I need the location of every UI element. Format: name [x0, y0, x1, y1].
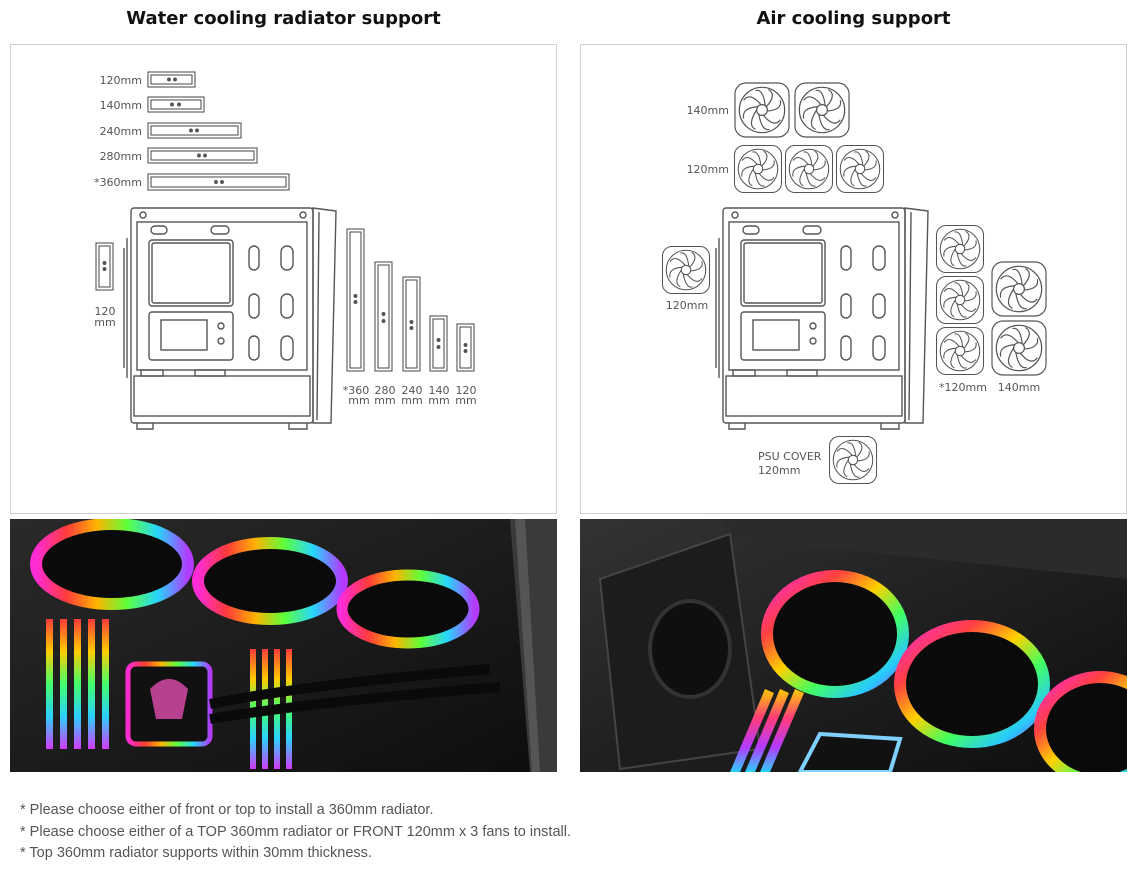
top-140mm-label: 140mm — [687, 104, 729, 117]
front-radiator-120-unit: mm — [455, 394, 476, 407]
note-item: * Top 360mm radiator supports within 30m… — [20, 845, 372, 861]
fan-icon — [935, 326, 985, 376]
radiator-360mm-label: *360mm — [94, 176, 142, 189]
water-cooling-heading: Water cooling radiator support — [126, 8, 441, 29]
front-120mm-label: *120mm — [939, 381, 987, 394]
radiator-140mm-label: 140mm — [100, 99, 142, 112]
psu-cover-size: 120mm — [758, 464, 800, 477]
air-cooling-diagram: 140mm 120mm 120mm *120mm 140mm PSU COVER… — [580, 44, 1127, 514]
radiator-icon — [147, 122, 242, 139]
ram-modules — [730, 689, 804, 772]
fan-icon — [794, 82, 850, 138]
fan-icon — [661, 245, 711, 295]
rear-fan-label: 120mm — [666, 299, 708, 312]
fan-icon — [733, 144, 783, 194]
fan-icon — [991, 320, 1047, 376]
front-radiator-140-unit: mm — [428, 394, 449, 407]
front-radiator-list: *360 mm 280 mm 240 mm 140 mm 120 mm — [343, 228, 477, 407]
fan-icon — [336, 569, 480, 649]
front-radiator-140-label: 140 — [429, 384, 450, 397]
rear-radiator-unit: mm — [94, 316, 115, 329]
fan-icon — [192, 537, 348, 625]
radiator-icon — [346, 228, 365, 372]
radiator-icon — [456, 323, 475, 372]
radiator-icon — [147, 147, 258, 164]
top-120mm-label: 120mm — [687, 163, 729, 176]
air-cooling-heading: Air cooling support — [756, 8, 951, 29]
fan-icon — [828, 435, 878, 485]
fan-icon — [835, 144, 885, 194]
air-cooling-photo — [580, 519, 1127, 772]
installation-notes: * Please choose either of front or top t… — [20, 800, 571, 865]
front-radiator-280-unit: mm — [374, 394, 395, 407]
note-item: * Please choose either of front or top t… — [20, 802, 434, 818]
radiator-icon — [374, 261, 393, 372]
pc-case-icon — [715, 207, 929, 430]
radiator-280mm-label: 280mm — [100, 150, 142, 163]
front-radiator-360-unit: mm — [348, 394, 369, 407]
front-radiator-280-label: 280 — [375, 384, 396, 397]
fan-icon — [991, 261, 1047, 317]
water-cooling-diagram: 120mm 140mm 240mm 280mm *360mm — [10, 44, 557, 514]
rear-radiator-label: 120 — [95, 305, 116, 318]
front-radiator-360-label: *360 — [343, 384, 370, 397]
fan-icon — [761, 570, 909, 698]
cooler-logo-icon — [797, 731, 903, 772]
top-radiator-list: 120mm 140mm 240mm 280mm *360mm — [94, 71, 290, 191]
radiator-icon — [147, 71, 196, 88]
radiator-icon — [95, 242, 114, 291]
fan-icon — [935, 275, 985, 325]
radiator-icon — [429, 315, 448, 372]
note-item: * Please choose either of a TOP 360mm ra… — [20, 823, 571, 840]
front-radiator-240-label: 240 — [402, 384, 423, 397]
front-radiator-240-unit: mm — [401, 394, 422, 407]
cooler-logo-icon — [125, 661, 213, 747]
front-140mm-label: 140mm — [998, 381, 1040, 394]
radiator-icon — [402, 276, 421, 372]
fan-icon — [784, 144, 834, 194]
fan-icon — [734, 82, 790, 138]
fan-icon — [598, 532, 762, 771]
radiator-icon — [147, 96, 205, 113]
radiator-icon — [147, 173, 290, 191]
fan-icon — [894, 620, 1050, 748]
fan-icon — [30, 519, 194, 610]
fan-icon — [1034, 671, 1127, 772]
fan-icon — [935, 224, 985, 274]
radiator-120mm-label: 120mm — [100, 74, 142, 87]
water-cooling-photo — [10, 519, 557, 772]
front-radiator-120-label: 120 — [456, 384, 477, 397]
radiator-240mm-label: 240mm — [100, 125, 142, 138]
pc-case-icon — [123, 207, 337, 430]
psu-cover-label: PSU COVER — [758, 450, 822, 463]
rear-radiator: 120 mm — [94, 242, 116, 329]
